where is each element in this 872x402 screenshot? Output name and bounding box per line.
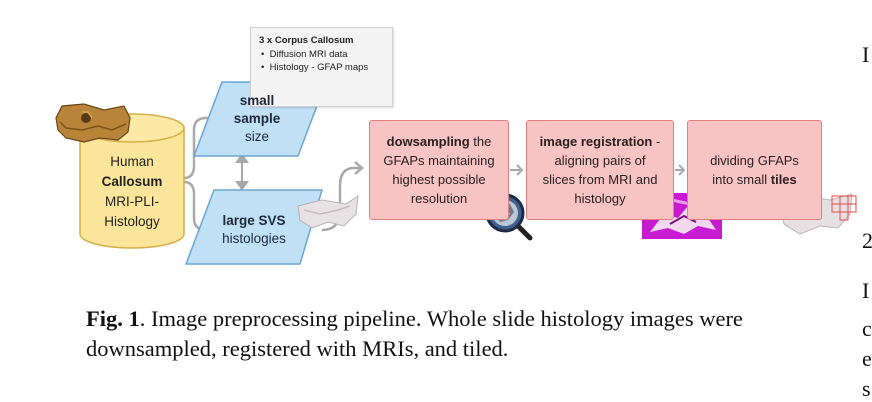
caption-text: . Image preprocessing pipeline. Whole sl… [86,306,743,361]
note-bullet: • Histology - GFAP maps [261,62,369,73]
source-line: Callosum [101,174,163,189]
issue-top-label: small sample size [233,93,281,144]
double-arrow-icon [235,153,249,191]
source-line: Histology [104,214,160,229]
edge-fragment: e [862,346,872,371]
figure-caption: Fig. 1. Image preprocessing pipeline. Wh… [86,304,826,364]
source-line: Human [110,154,154,169]
flow-arrow-1 [321,161,364,232]
caption-label: Fig. 1 [86,306,140,331]
edge-fragment: I [862,278,870,303]
edge-fragment: s [862,376,871,401]
flow-arrow-3 [675,164,686,176]
note-bullet: • Diffusion MRI data [261,49,348,60]
source-label: Human Callosum MRI-PLI- Histology [82,152,182,232]
issue-bottom-label: large SVS histologies [222,213,286,246]
dataset-note: 3 x Corpus Callosum • Diffusion MRI data… [250,27,393,107]
tissue-sample-icon [55,103,131,143]
source-line: MRI-PLI- [105,194,159,209]
edge-fragment: 2 [862,228,872,253]
step-downsampling: dowsampling the GFAPs maintaining highes… [369,120,509,220]
issue-parallelogram-bottom [184,189,324,265]
flow-arrow-2 [510,164,524,176]
step-registration: image registration - aligning pairs of s… [526,120,674,220]
step-tiling: dividing GFAPs into small tiles [687,120,822,220]
edge-fragment: c [862,316,872,341]
note-title: 3 x Corpus Callosum [259,35,354,46]
histology-slice-icon [297,194,359,229]
edge-fragment: I [862,42,870,67]
